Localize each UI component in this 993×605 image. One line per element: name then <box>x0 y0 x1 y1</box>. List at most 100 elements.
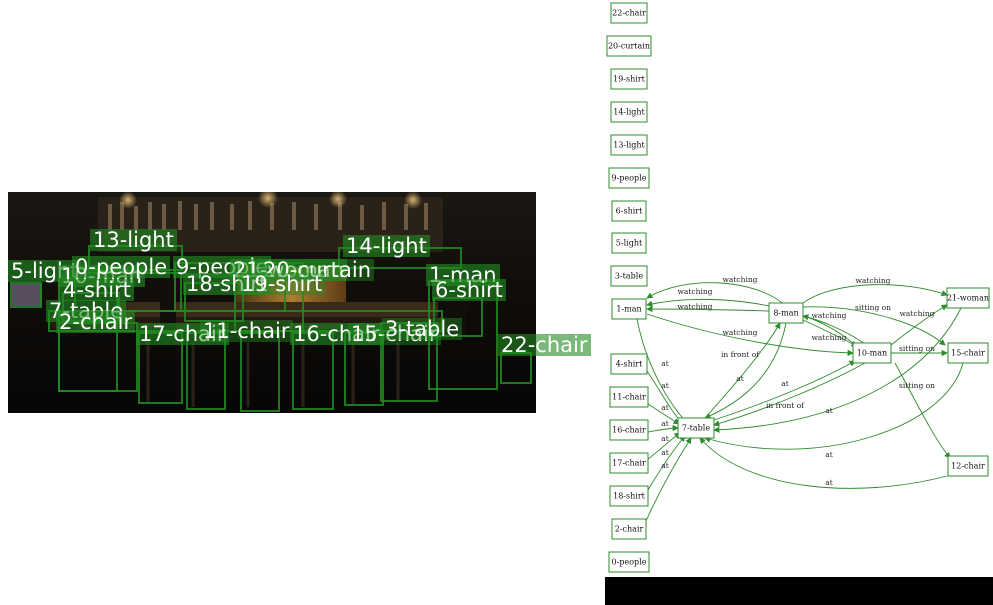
edge-arrow <box>713 362 866 427</box>
node-label: 15-chair <box>951 349 985 358</box>
graph-node: 2-chair <box>611 518 647 540</box>
node-label: 4-shirt <box>616 360 643 369</box>
edge-label: sitting on <box>855 303 891 312</box>
graph-edges: watching watching watching watching watching… <box>636 275 964 522</box>
node-box <box>610 101 648 123</box>
detection-label: 4-shirt <box>60 279 134 301</box>
detection-label: 3-table <box>382 318 463 340</box>
graph-node: 1-man <box>611 298 647 320</box>
edge-label: watching <box>812 333 847 342</box>
graph-edge: at <box>713 307 962 433</box>
graph-node: 11-chair <box>609 386 649 408</box>
graph-node: 13-light <box>610 134 648 156</box>
graph-node: 21-woman <box>946 287 990 309</box>
node-label: 11-chair <box>612 393 646 402</box>
edge-label: at <box>661 359 669 368</box>
node-box <box>608 551 650 573</box>
node-box <box>610 2 648 24</box>
detection-label: 18-shirt <box>183 273 271 295</box>
edge-label: at <box>825 478 833 487</box>
edge-arrow <box>713 360 856 421</box>
graph-node: 3-table <box>610 265 648 287</box>
node-box <box>852 342 892 364</box>
node-box <box>609 419 649 441</box>
edge-arrow <box>646 370 684 425</box>
node-label: 5-light <box>616 239 643 248</box>
graph-node: 16-chair <box>609 419 649 441</box>
edge-label: watching <box>900 309 935 318</box>
node-box <box>611 298 647 320</box>
detection-label: 15-chair <box>348 323 441 345</box>
node-box <box>606 35 652 57</box>
node-box <box>768 302 804 324</box>
edge-label: at <box>781 379 789 388</box>
graph-edge: in front of <box>713 362 866 427</box>
edge-label: at <box>661 381 669 390</box>
graph-node: 7-table <box>677 417 715 439</box>
edge-arrow <box>646 282 787 307</box>
edge-label: watching <box>856 276 891 285</box>
node-label: 20-curtain <box>608 42 650 51</box>
edge-arrow <box>894 362 951 459</box>
node-box <box>946 287 990 309</box>
graph-edge: watching <box>802 311 866 345</box>
graph-node: 8-man <box>768 302 804 324</box>
graph-edge: watching <box>802 276 948 304</box>
graph-node: 12-chair <box>947 455 989 477</box>
edge-label: watching <box>723 328 758 337</box>
graph-edge: in front of <box>704 322 781 419</box>
node-label: 3-table <box>615 272 643 281</box>
detection-label: 20-curtain <box>260 259 375 281</box>
edge-label: in front of <box>721 350 760 359</box>
node-box <box>677 417 715 439</box>
edge-label: at <box>825 406 833 415</box>
edge-label: at <box>661 434 669 443</box>
node-label: 18-shirt <box>613 492 646 501</box>
edge-arrow <box>646 313 854 357</box>
node-label: 1-man <box>616 305 641 314</box>
graph-node: 22-chair <box>610 2 648 24</box>
edge-label: in front of <box>766 401 805 410</box>
node-label: 0-people <box>612 558 647 567</box>
node-box <box>610 353 648 375</box>
edge-label: watching <box>678 287 713 296</box>
graph-edge: at <box>704 362 964 459</box>
edge-label: at <box>661 448 669 457</box>
edge-arrow <box>647 435 686 491</box>
edge-label: at <box>736 374 744 383</box>
edge-label: at <box>661 419 669 428</box>
node-label: 13-light <box>613 141 645 150</box>
graph-edge: at <box>646 370 684 425</box>
graph-edge: watching <box>646 275 787 307</box>
detection-label: 16-chair <box>290 323 383 345</box>
node-label: 8-man <box>773 309 798 318</box>
node-label: 21-woman <box>947 294 989 303</box>
node-box <box>610 134 648 156</box>
graph-node: 9-people <box>608 167 650 189</box>
node-label: 22-chair <box>612 9 646 18</box>
bbox-3-table <box>380 322 438 402</box>
edge-label: at <box>661 461 669 470</box>
edge-arrow <box>636 318 690 426</box>
graph-edge: sitting on <box>891 344 948 357</box>
node-box <box>611 200 647 222</box>
bbox-chair-a <box>240 332 280 412</box>
node-label: 19-shirt <box>613 75 646 84</box>
edge-label: at <box>661 403 669 412</box>
detection-label: 2-chair <box>56 311 136 333</box>
node-box <box>947 455 989 477</box>
node-label: 14-light <box>613 108 645 117</box>
detection-label: 17-chair <box>136 323 229 345</box>
graph-edge: watching <box>646 313 854 357</box>
graph-edge: at <box>647 403 680 425</box>
graph-edge: at <box>647 435 686 491</box>
edge-arrow <box>647 403 680 425</box>
graph-node: 15-chair <box>947 342 989 364</box>
detection-label: 14-light <box>343 235 430 257</box>
detection-label: 0-people <box>72 256 171 278</box>
detection-label: 13-light <box>90 229 177 251</box>
graph-edge: watching <box>646 302 770 313</box>
node-label: 17-chair <box>612 459 646 468</box>
graph-node: 6-shirt <box>611 200 647 222</box>
graph-edge: at <box>645 437 692 522</box>
